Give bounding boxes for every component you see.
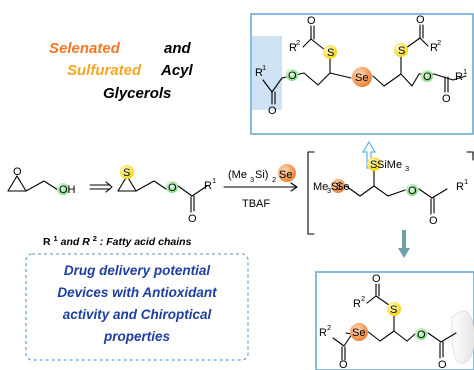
svg-text:Se: Se <box>352 327 365 339</box>
headline-acyl: Acyl <box>160 62 194 79</box>
svg-text:S: S <box>123 167 130 179</box>
svg-text:Me: Me <box>313 181 328 193</box>
svg-text:2: 2 <box>361 294 365 303</box>
svg-text:O: O <box>188 213 197 225</box>
svg-text:Si): Si) <box>255 169 268 181</box>
headline-selenated: Selenated <box>49 40 121 57</box>
svg-text:O: O <box>429 215 438 227</box>
svg-text:S: S <box>370 159 377 171</box>
svg-text:R: R <box>456 181 464 193</box>
svg-text:R: R <box>255 67 263 79</box>
product-box-bottom-frame <box>315 271 474 370</box>
headline: Selenated and Sulfurated Acyl Glycerols <box>49 40 194 102</box>
svg-text:SiMe: SiMe <box>377 159 402 171</box>
svg-text:Si: Si <box>331 181 341 193</box>
svg-text:O: O <box>423 71 432 83</box>
svg-text:R: R <box>430 42 438 54</box>
svg-text:O: O <box>268 105 277 117</box>
svg-text:O: O <box>442 93 451 105</box>
product-box-top-highlight <box>252 36 282 110</box>
svg-text:S: S <box>390 304 397 316</box>
svg-text:1: 1 <box>463 67 467 76</box>
svg-text:1: 1 <box>464 177 468 186</box>
svg-text:3: 3 <box>405 164 409 173</box>
reaction-arrow: (Me 3 Si) 2 Se TBAF <box>223 164 298 210</box>
svg-text:O: O <box>372 273 381 285</box>
svg-text:O: O <box>408 185 417 197</box>
application-callout: Drug delivery potential Devices with Ant… <box>25 253 249 361</box>
svg-text:3: 3 <box>250 175 254 184</box>
substituent-note: R 1 and R 2 : Fatty acid chains <box>43 232 192 248</box>
callout-line-3: activity and Chiroptical <box>63 307 212 322</box>
svg-text:2: 2 <box>327 323 331 332</box>
svg-text:(Me: (Me <box>228 169 247 181</box>
svg-text:O: O <box>307 15 316 27</box>
product-box-top: R 1 O O S O R 2 Se S O R 2 O O R 1 <box>250 13 474 135</box>
svg-text:2: 2 <box>272 175 276 184</box>
svg-text:O: O <box>13 166 22 178</box>
headline-sulfurated: Sulfurated <box>67 62 142 79</box>
svg-text:S: S <box>398 45 405 57</box>
svg-text:O: O <box>339 359 348 370</box>
svg-text:R: R <box>204 180 212 192</box>
svg-text:O: O <box>416 14 425 26</box>
svg-text:Se: Se <box>279 169 292 181</box>
glycidol: O OH <box>7 166 76 196</box>
svg-text:R 1 and R 2: R 1 and R 2 : Fatty acid chains <box>43 232 192 248</box>
arrow-down <box>398 230 410 258</box>
decorative-blob <box>451 310 474 364</box>
selenium-label: Se <box>355 72 368 84</box>
svg-text:3: 3 <box>327 186 331 195</box>
svg-text:O: O <box>417 329 426 341</box>
headline-glycerols: Glycerols <box>103 85 171 102</box>
svg-text:1: 1 <box>212 176 216 185</box>
svg-text:2: 2 <box>296 38 300 47</box>
intermediate: Me 3 Si Se S SiMe 3 O O R 1 <box>307 151 474 235</box>
svg-text:R: R <box>289 42 297 54</box>
callout-line-2: Devices with Antioxidant <box>57 285 217 300</box>
headline-and: and <box>164 40 192 57</box>
svg-text:O: O <box>288 70 297 82</box>
svg-text:R: R <box>455 71 463 83</box>
svg-text:O: O <box>438 359 447 370</box>
arrow-multistep <box>89 181 113 193</box>
svg-text:Se: Se <box>336 181 349 193</box>
callout-line-1: Drug delivery potential <box>64 263 211 278</box>
svg-text:OH: OH <box>59 184 76 196</box>
product-box-bottom: R 2 O Se S O R 2 O O <box>315 271 474 370</box>
sulfur-label: S <box>327 47 334 59</box>
callout-line-4: properties <box>103 329 171 344</box>
tbaf-label: TBAF <box>242 198 270 210</box>
svg-text:R: R <box>353 298 361 310</box>
svg-text:1: 1 <box>262 63 266 72</box>
svg-text:O: O <box>168 182 177 194</box>
thiirane-ester: S O O R 1 <box>117 165 216 225</box>
svg-text:2: 2 <box>437 38 441 47</box>
svg-text:R: R <box>319 327 327 339</box>
